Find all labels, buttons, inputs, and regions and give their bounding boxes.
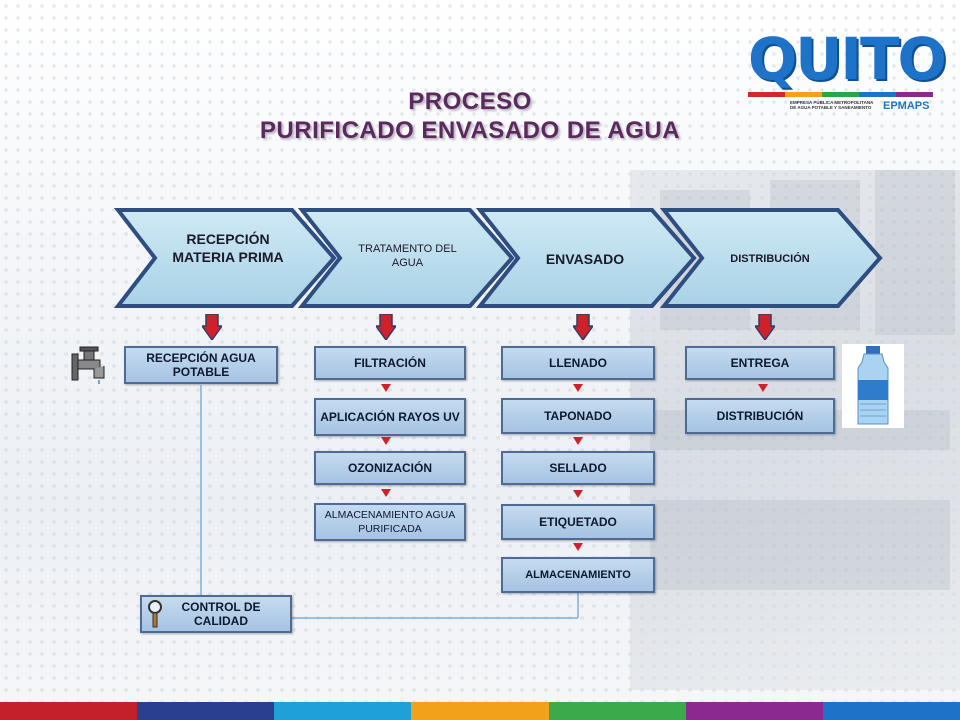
box-ozonizacion: OZONIZACIÓN	[314, 451, 466, 485]
title-line2: PURIFICADO ENVASADO DE AGUA	[259, 117, 681, 144]
box-almacenamiento: ALMACENAMIENTO	[501, 557, 655, 593]
magnifier-icon	[148, 600, 162, 628]
down-arrow-2	[376, 314, 396, 340]
logo-stripes	[748, 92, 933, 97]
faucet-icon	[71, 346, 105, 384]
box-taponado: TAPONADO	[501, 398, 655, 434]
stage-chevron-1	[113, 208, 337, 308]
stage-chevron-3	[475, 208, 697, 308]
box-sellado: SELLADO	[501, 451, 655, 485]
small-arrow-c3-3	[573, 490, 583, 498]
box-etiquetado: ETIQUETADO	[501, 504, 655, 540]
stage-label-2: TRATAMENTO DEL AGUA	[358, 243, 457, 269]
stage-label-4: DISTRIBUCIÓN	[730, 253, 810, 265]
small-arrow-c4-1	[758, 384, 768, 392]
small-arrow-c3-2	[573, 437, 583, 445]
stage-label-1: RECEPCIÓN MATERIA PRIMA	[172, 231, 284, 265]
box-llenado: LLENADO	[501, 346, 655, 380]
small-arrow-c3-1	[573, 384, 583, 392]
small-arrow-c2-3	[381, 489, 391, 497]
box-recepcion-agua: RECEPCIÓN AGUA POTABLE	[124, 346, 278, 384]
box-rayos-uv: APLICACIÓN RAYOS UV	[314, 398, 466, 436]
box-distribucion: DISTRIBUCIÓN	[685, 398, 835, 434]
box-control-calidad: CONTROL DE CALIDAD	[140, 595, 292, 633]
control-calidad-label: CONTROL DE CALIDAD	[181, 600, 261, 628]
quito-logo: QUITO EMPRESA PÚBLICA METROPOLITANA DE A…	[748, 28, 947, 113]
small-arrow-c3-4	[573, 543, 583, 551]
box-almacenamiento-agua: ALMACENAMIENTO AGUA PURIFICADA	[314, 503, 466, 541]
down-arrow-3	[573, 314, 593, 340]
down-arrow-4	[755, 314, 775, 340]
small-arrow-c2-1	[381, 384, 391, 392]
stage-chevron-4	[659, 208, 883, 308]
logo-acronym: EPMAPS	[883, 100, 930, 112]
title-line1: PROCESO	[408, 88, 532, 115]
logo-word: QUITO	[748, 25, 947, 93]
small-arrow-c2-2	[381, 437, 391, 445]
logo-subtitle: EMPRESA PÚBLICA METROPOLITANA DE AGUA PO…	[790, 100, 874, 110]
bottom-color-stripe	[0, 702, 960, 720]
box-entrega: ENTREGA	[685, 346, 835, 380]
box-filtracion: FILTRACIÓN	[314, 346, 466, 380]
stage-chevron-2	[297, 208, 515, 308]
water-bottle-icon	[842, 344, 904, 428]
stage-label-3: ENVASADO	[545, 251, 625, 267]
down-arrow-1	[202, 314, 222, 340]
